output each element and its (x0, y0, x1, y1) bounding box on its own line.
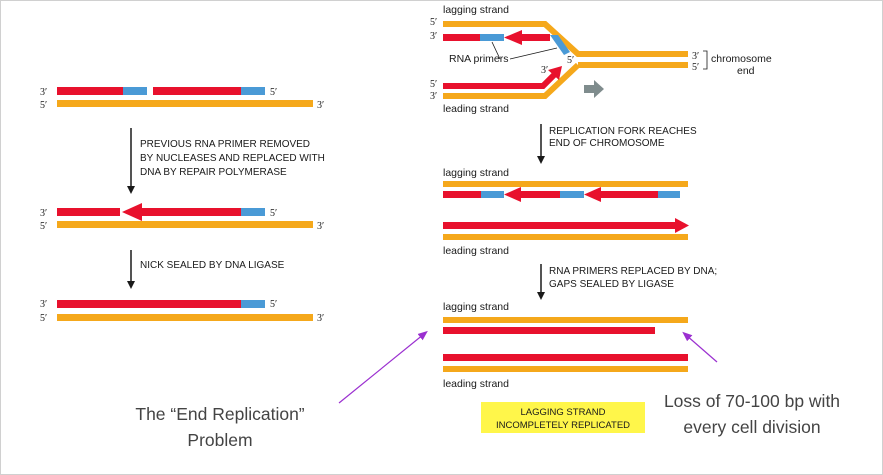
rna-primer (560, 191, 584, 198)
leading-strand-label: leading strand (443, 378, 509, 390)
new-dna-segment (520, 34, 550, 41)
step-text: END OF CHROMOSOME (549, 138, 665, 149)
new-dna-segment (520, 191, 560, 198)
new-dna-segment (57, 87, 123, 95)
new-dna-segment (443, 222, 677, 229)
end-label: 3′ (430, 31, 437, 42)
new-dna-segment (57, 208, 120, 216)
okazaki-arrowhead (584, 187, 601, 202)
step-text: BY NUCLEASES AND REPLACED WITH (140, 153, 325, 164)
leading-strand-label: leading strand (443, 103, 509, 115)
step-text: REPLICATION FORK REACHES (549, 126, 697, 137)
new-dna-segment (443, 34, 480, 41)
pointer-line (491, 41, 501, 60)
template-strand (57, 221, 313, 228)
new-dna-segment (57, 300, 241, 308)
end-label: 3′ (692, 51, 699, 62)
polymerase-arrowhead (122, 203, 142, 221)
end-label: 5′ (270, 299, 277, 310)
right-panel-3: lagging strand leading strand (443, 301, 688, 390)
fork-direction-arrow (584, 80, 604, 98)
parent-strand (443, 234, 688, 240)
new-dna-segment (443, 327, 655, 334)
rna-primer (123, 87, 147, 95)
left-panel-1: 3′ 5′ 5′ 3′ (40, 87, 324, 111)
end-label: 3′ (40, 299, 47, 310)
pointer-arrow (338, 330, 428, 404)
end-label: 3′ (430, 91, 437, 102)
new-dna-segment (443, 191, 481, 198)
new-dna-segment (600, 191, 658, 198)
parent-strand (443, 62, 581, 99)
end-label: 5′ (430, 17, 437, 28)
parent-strand (578, 62, 688, 68)
end-replication-problem-text: Problem (187, 430, 252, 450)
end-label: 3′ (541, 65, 548, 76)
rna-primer (241, 208, 265, 216)
parent-strand (443, 366, 688, 372)
step-text: DNA BY REPAIR POLYMERASE (140, 167, 287, 178)
highlight-text: LAGGING STRAND (521, 407, 606, 418)
highlight-box (481, 402, 645, 433)
end-label: 5′ (270, 87, 277, 98)
lagging-strand-label: lagging strand (443, 167, 509, 179)
template-strand (57, 100, 313, 107)
end-label: 3′ (317, 221, 324, 232)
leading-arrowhead (675, 218, 689, 233)
end-label: 3′ (317, 313, 324, 324)
rna-primers-label: RNA primers (449, 53, 509, 65)
pointer-arrow (682, 331, 718, 363)
pointer-line (509, 47, 558, 60)
parent-strand (443, 21, 688, 57)
rna-primer (550, 35, 570, 55)
end-label: 5′ (430, 79, 437, 90)
parent-strand (443, 317, 688, 323)
step-text: GAPS SEALED BY LIGASE (549, 279, 674, 290)
rna-primer (480, 34, 504, 41)
replication-fork: lagging strand 5′ 3′ 5′ 3′ RNA primers 3… (430, 4, 772, 115)
rna-primer (658, 191, 680, 198)
okazaki-arrowhead (504, 187, 521, 202)
end-label: 5′ (567, 55, 574, 66)
lagging-strand-label: lagging strand (443, 301, 509, 313)
okazaki-arrowhead (504, 30, 522, 45)
end-replication-problem-text: The “End Replication” (135, 404, 304, 424)
bracket (703, 50, 708, 70)
end-label: 5′ (40, 313, 47, 324)
loss-text: Loss of 70-100 bp with (664, 391, 840, 411)
chromosome-end-label: chromosome (711, 53, 772, 65)
left-panel-3: 3′ 5′ 5′ 3′ (40, 299, 324, 324)
chromosome-end-label: end (737, 65, 755, 77)
end-label: 3′ (317, 100, 324, 111)
lagging-strand-label: lagging strand (443, 4, 509, 16)
step-text: RNA PRIMERS REPLACED BY DNA; (549, 266, 717, 277)
template-strand (57, 314, 313, 321)
step-text: PREVIOUS RNA PRIMER REMOVED (140, 139, 310, 150)
parent-strand (443, 181, 688, 187)
rna-primer (481, 191, 504, 198)
leading-new-strand (443, 70, 559, 89)
left-panel-2: 3′ 5′ 5′ 3′ (40, 203, 324, 232)
new-dna-segment (443, 354, 688, 361)
highlight-text: INCOMPLETELY REPLICATED (496, 420, 630, 431)
end-label: 5′ (692, 62, 699, 73)
new-dna-segment (153, 87, 241, 95)
end-label: 5′ (270, 208, 277, 219)
end-label: 3′ (40, 87, 47, 98)
end-label: 3′ (40, 208, 47, 219)
end-label: 5′ (40, 221, 47, 232)
rna-primer (241, 87, 265, 95)
right-panel-2: lagging strand leading strand (443, 167, 689, 257)
leading-strand-label: leading strand (443, 245, 509, 257)
leading-arrowhead (548, 66, 562, 80)
loss-text: every cell division (683, 417, 820, 437)
new-dna-segment (140, 208, 241, 216)
step-text: NICK SEALED BY DNA LIGASE (140, 260, 285, 271)
end-label: 5′ (40, 100, 47, 111)
rna-primer (241, 300, 265, 308)
